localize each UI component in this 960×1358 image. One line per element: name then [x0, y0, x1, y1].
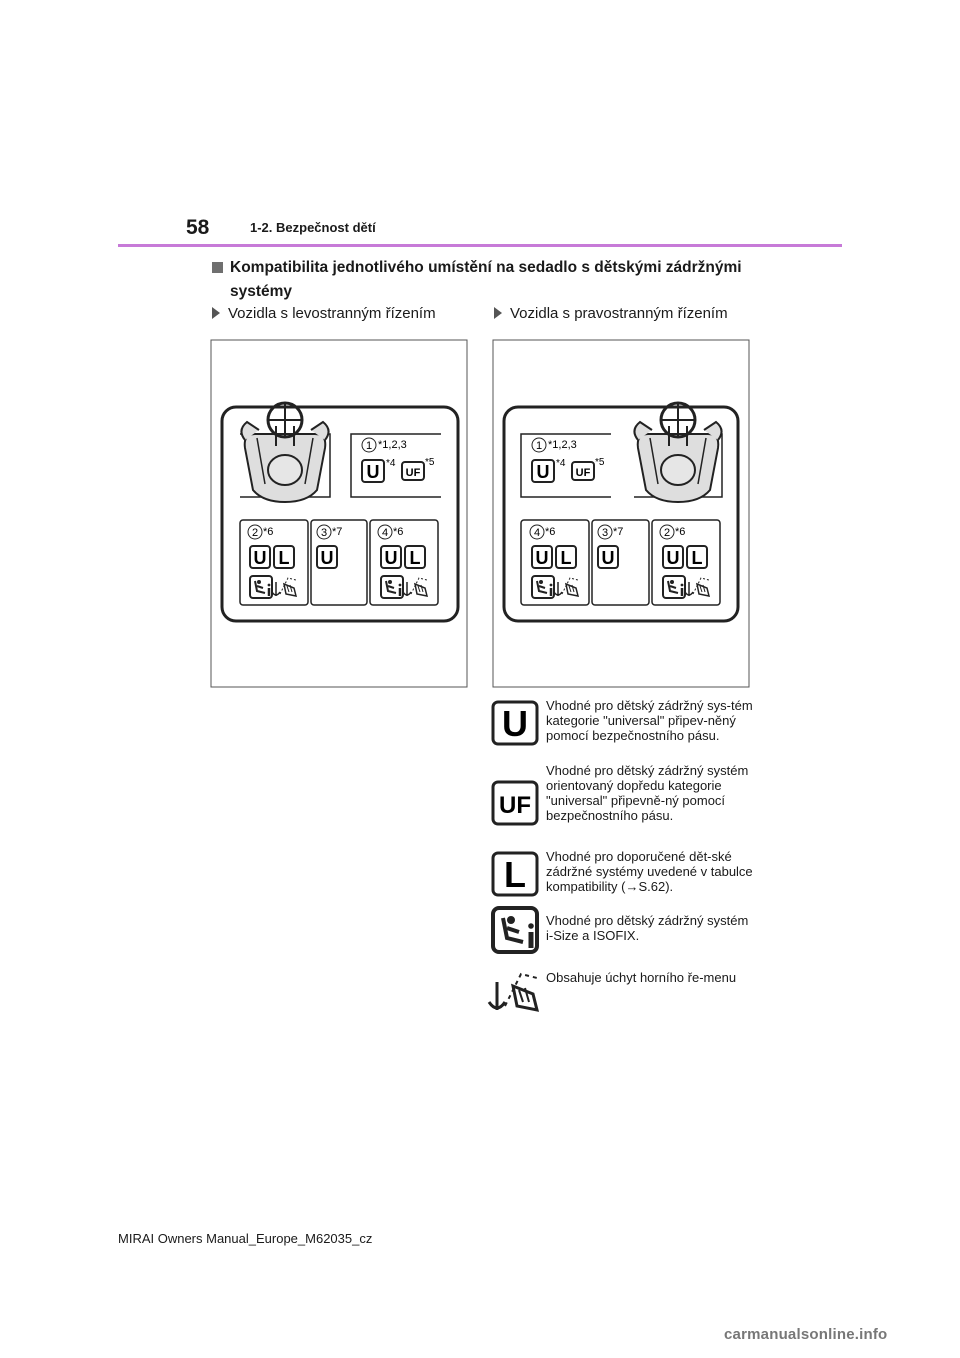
lhd-front-passenger-seat	[350, 433, 441, 498]
rhd-seat-2-marker	[659, 524, 675, 540]
rhd-seat-2-l-icon	[686, 545, 708, 569]
lhd-seat-4-isize-icon	[379, 574, 405, 600]
legend-text-u: Vhodné pro dětský zádržný sys-tém katego…	[546, 698, 753, 743]
watermark: carmanualsonline.info	[724, 1326, 888, 1343]
legend-text-l: Vhodné pro doporučené dět-ské zádržné sy…	[546, 849, 753, 894]
lhd-seat-4-number: 4	[382, 527, 388, 539]
rhd-uf-label: UF	[576, 467, 591, 479]
rhd-note-5: *5	[595, 457, 605, 468]
rhd-front-passenger-seat	[520, 433, 611, 498]
lhd-seat-3-marker	[316, 524, 332, 540]
subhead-rhd: Vozidla s pravostranným řízením	[494, 305, 728, 322]
subhead-lhd: Vozidla s levostranným řízením	[212, 305, 436, 322]
lhd-seat-1-marker	[361, 437, 377, 453]
legend-isize-isofix-icon	[493, 908, 537, 952]
rhd-seat-4-isize-icon	[530, 574, 556, 600]
section-title: 1-2. Bezpečnost dětí	[250, 220, 376, 235]
lhd-seat-4-u: U	[385, 548, 398, 568]
lhd-seat-3-note: *7	[332, 526, 342, 538]
legend-text-tether: Obsahuje úchyt horního ře-menu	[546, 970, 737, 985]
lhd-seat-4-l: L	[410, 548, 421, 568]
legend-u-label: U	[502, 703, 528, 744]
rhd-seat-3-u-icon	[597, 545, 619, 569]
rhd-seat-3-marker	[597, 524, 613, 540]
lhd-seat-2-number: 2	[252, 527, 258, 539]
lhd-seat-2-l: L	[279, 548, 290, 568]
lhd-seat-2-l-icon	[273, 545, 295, 569]
lhd-seat-4-l-icon	[404, 545, 426, 569]
lhd-seat-3-u: U	[321, 548, 334, 568]
rhd-seat-4-marker	[529, 524, 545, 540]
rhd-seat-4-l-icon	[555, 545, 577, 569]
lhd-seat-2-u: U	[254, 548, 267, 568]
rhd-seat-3-note: *7	[613, 526, 623, 538]
lhd-seat-3-u-icon	[316, 545, 338, 569]
lhd-seat-2-isize-icon	[248, 574, 274, 600]
triangle-bullet-icon	[494, 307, 502, 319]
lhd-seat-1-notes: *1,2,3	[378, 439, 407, 451]
rhd-seat-2-number: 2	[664, 527, 670, 539]
heading: Kompatibilita jednotlivého umístění na s…	[230, 259, 742, 300]
page-number: 58	[186, 216, 210, 239]
rhd-seat-2-note: *6	[675, 526, 685, 538]
rhd-seat-2-u-icon	[662, 545, 684, 569]
rhd-seat-4-number: 4	[534, 527, 540, 539]
lhd-seat-4-marker	[377, 524, 393, 540]
rhd-seat-1-number: 1	[536, 440, 542, 452]
rhd-seat-3-number: 3	[602, 527, 608, 539]
rhd-u-label: U	[537, 462, 550, 482]
rhd-rear-seat-3	[591, 519, 650, 606]
rhd-seat-1-notes: *1,2,3	[548, 439, 577, 451]
rhd-seat-2-l: L	[692, 548, 703, 568]
rhd-uf-icon	[571, 461, 595, 481]
legend-uf-label: UF	[499, 792, 531, 819]
lhd-uf-icon	[401, 461, 425, 481]
lhd-note-5: *5	[425, 457, 435, 468]
lhd-seat-2-u-icon	[249, 545, 271, 569]
heading-bullet-icon	[212, 262, 223, 273]
rhd-seat-2-isize-icon	[661, 574, 687, 600]
lhd-seat-2-marker	[247, 524, 263, 540]
legend-text-uf: Vhodné pro dětský zádržný systém oriento…	[546, 763, 749, 823]
lhd-seat-1-number: 1	[366, 440, 372, 452]
legend-l-icon	[491, 851, 539, 897]
lhd-seat-2-note: *6	[263, 526, 273, 538]
lhd-note-4: *4	[386, 458, 396, 469]
legend-l-label: L	[504, 854, 526, 895]
header-rule	[118, 244, 842, 247]
triangle-bullet-icon	[212, 307, 220, 319]
rhd-seat-3-u: U	[602, 548, 615, 568]
legend-uf-icon	[491, 780, 539, 826]
lhd-seat-3-number: 3	[321, 527, 327, 539]
lhd-rear-seat-3	[310, 519, 368, 606]
lhd-seat-4-note: *6	[393, 526, 403, 538]
rhd-seat-4-note: *6	[545, 526, 555, 538]
rhd-seat-1-marker	[531, 437, 547, 453]
legend-top-tether-icon	[487, 972, 539, 1012]
rhd-u-icon	[531, 459, 555, 483]
legend-u-icon	[491, 700, 539, 746]
rhd-note-4: *4	[556, 458, 566, 469]
legend-text-isize: Vhodné pro dětský zádržný systém i-Size …	[546, 913, 749, 943]
lhd-u-icon	[361, 459, 385, 483]
footer-doc-id: MIRAI Owners Manual_Europe_M62035_cz	[118, 1231, 373, 1246]
lhd-uf-label: UF	[406, 467, 421, 479]
rhd-seat-4-u-icon	[531, 545, 553, 569]
lhd-u-label: U	[367, 462, 380, 482]
rhd-seat-4-l: L	[561, 548, 572, 568]
rhd-seat-4-u: U	[536, 548, 549, 568]
lhd-seat-4-u-icon	[380, 545, 402, 569]
rhd-seat-2-u: U	[667, 548, 680, 568]
